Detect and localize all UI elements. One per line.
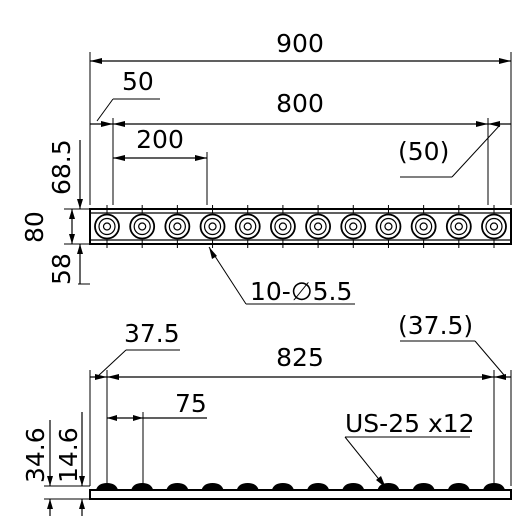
dim-end-offset-right: (50) [398, 137, 449, 166]
dim-end-offset-right-side: (37.5) [398, 311, 473, 340]
side-roller-row [96, 483, 505, 490]
roller-top [375, 205, 402, 248]
roller-top [94, 205, 120, 248]
dim-hole-span: 800 [276, 89, 324, 118]
roller-top [481, 205, 507, 248]
roller-top [305, 205, 331, 248]
dim-end-offset: 50 [122, 67, 154, 96]
roller-top [270, 205, 296, 248]
dim-overall-length: 900 [276, 29, 324, 58]
roller-side [96, 483, 118, 490]
dim-hole-pitch: 200 [136, 125, 184, 154]
roller-side [307, 483, 330, 490]
roller-side [236, 483, 259, 490]
roller-top [234, 205, 261, 248]
roller-side [483, 483, 505, 490]
side-view: 37.5 (37.5) 825 75 US-25 x12 [21, 311, 512, 516]
dim-height-total: 34.6 [21, 427, 50, 483]
hole-callout: 10-∅5.5 [250, 277, 352, 306]
roller-side [166, 483, 189, 490]
roller-top [129, 205, 156, 248]
roller-side [131, 483, 154, 490]
roller-top [410, 205, 437, 248]
roller-top [199, 205, 226, 248]
top-view: 900 50 800 200 (50) [20, 29, 512, 306]
dim-width: 80 [20, 211, 49, 243]
dim-height-base: 14.6 [54, 427, 83, 483]
roller-side [447, 483, 470, 490]
roller-side [201, 483, 224, 490]
roller-side [412, 483, 435, 490]
roller-callout: US-25 x12 [345, 409, 475, 438]
dim-roller-pitch: 75 [175, 389, 207, 418]
roller-top [340, 205, 367, 248]
roller-top [445, 205, 472, 248]
roller-side [271, 483, 294, 490]
roller-side [342, 483, 365, 490]
dim-height-top: 68.5 [47, 139, 76, 195]
rail-body [89, 208, 512, 245]
side-base-plate [89, 489, 512, 500]
dim-height-bottom: 58 [47, 253, 76, 285]
dim-end-offset-left: 37.5 [124, 319, 180, 348]
roller-side [377, 483, 400, 490]
dim-roller-span: 825 [276, 343, 324, 372]
roller-row [94, 205, 507, 248]
roller-top [164, 205, 191, 248]
